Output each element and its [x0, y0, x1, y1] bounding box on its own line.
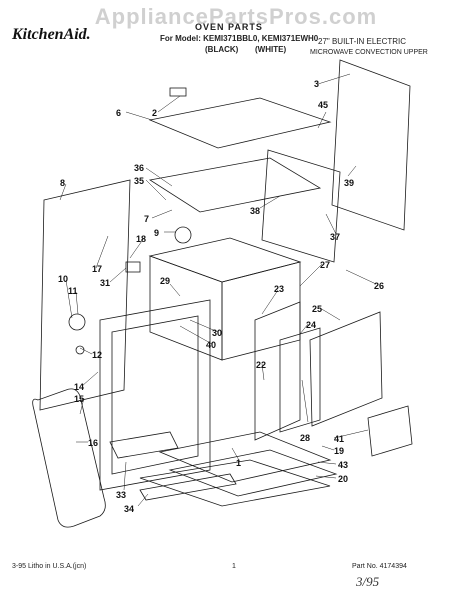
callout-3: 3 [314, 79, 319, 89]
callout-9: 9 [154, 228, 159, 238]
callout-27: 27 [320, 260, 330, 270]
callout-6: 6 [116, 108, 121, 118]
thermostat [75, 345, 85, 355]
callout-11: 11 [68, 286, 78, 296]
front-frame-inner [111, 315, 199, 475]
description-line-2: MICROWAVE CONVECTION UPPER [310, 49, 428, 56]
callout-30: 30 [212, 328, 222, 338]
back-panel [331, 59, 411, 231]
callout-8: 8 [60, 178, 65, 188]
callout-31: 31 [100, 278, 110, 288]
callout-38: 38 [250, 206, 260, 216]
handwritten-date: 3/95 [356, 574, 380, 589]
callout-18: 18 [136, 234, 146, 244]
callout-29: 29 [160, 276, 170, 286]
callout-33: 33 [116, 490, 126, 500]
door-hinge-panel [279, 327, 321, 433]
callout-15: 15 [74, 394, 84, 404]
callout-36: 36 [134, 163, 144, 173]
variant-black: (BLACK) [205, 45, 239, 54]
left-side-panel [39, 179, 131, 411]
right-cover [309, 311, 383, 427]
callout-2: 2 [152, 108, 157, 118]
description-line-1: 27" BUILT-IN ELECTRIC [318, 37, 407, 46]
watermark: AppliancePartsPros.com [94, 4, 378, 29]
callout-26: 26 [374, 281, 384, 291]
lamp [68, 313, 86, 331]
door-gasket [32, 388, 106, 528]
callout-25: 25 [312, 304, 322, 314]
callout-7: 7 [144, 214, 149, 224]
trim-bracket [367, 405, 413, 457]
callout-22: 22 [256, 360, 266, 370]
callout-14: 14 [74, 382, 84, 392]
model-line: For Model: KEMI371BBL0, KEMI371EWH0 [160, 34, 319, 43]
callout-19: 19 [334, 446, 344, 456]
callout-28: 28 [300, 433, 310, 443]
litho-date: 3-95 Litho in U.S.A.(jcn) [12, 563, 87, 570]
brand-logo: KitchenAid. [12, 26, 91, 43]
callout-10: 10 [58, 274, 68, 284]
side-frame [254, 301, 301, 441]
page-title: OVEN PARTS [195, 22, 263, 32]
vent-grille [139, 459, 331, 507]
front-frame [99, 299, 211, 491]
callout-35: 35 [134, 176, 144, 186]
callout-45: 45 [318, 100, 328, 110]
callout-20: 20 [338, 474, 348, 484]
callout-34: 34 [124, 504, 134, 514]
callout-labels: 3 2 45 6 1 39 36 35 38 8 7 9 18 17 37 27… [58, 79, 384, 514]
motor [174, 226, 192, 244]
switch [125, 261, 141, 273]
variant-white: (WHITE) [255, 45, 287, 54]
part-number: Part No. 4174394 [352, 563, 407, 570]
callout-17: 17 [92, 264, 102, 274]
right-wrapper [261, 149, 341, 263]
callout-41: 41 [334, 434, 344, 444]
bottom-plate [158, 431, 332, 483]
callout-24: 24 [306, 320, 316, 330]
callout-39: 39 [344, 178, 354, 188]
latch [169, 87, 187, 97]
callout-40: 40 [206, 340, 216, 350]
callout-43: 43 [338, 460, 348, 470]
callout-12: 12 [92, 350, 102, 360]
callout-16: 16 [88, 438, 98, 448]
lower-vent [139, 473, 237, 501]
top-panel [148, 97, 332, 149]
callout-1: 1 [236, 458, 241, 468]
callout-23: 23 [274, 284, 284, 294]
base-plate [148, 157, 322, 213]
callout-37: 37 [330, 232, 340, 242]
vent-strip [109, 431, 179, 459]
oven-cavity-side [221, 261, 301, 361]
page-number: 1 [232, 563, 236, 570]
